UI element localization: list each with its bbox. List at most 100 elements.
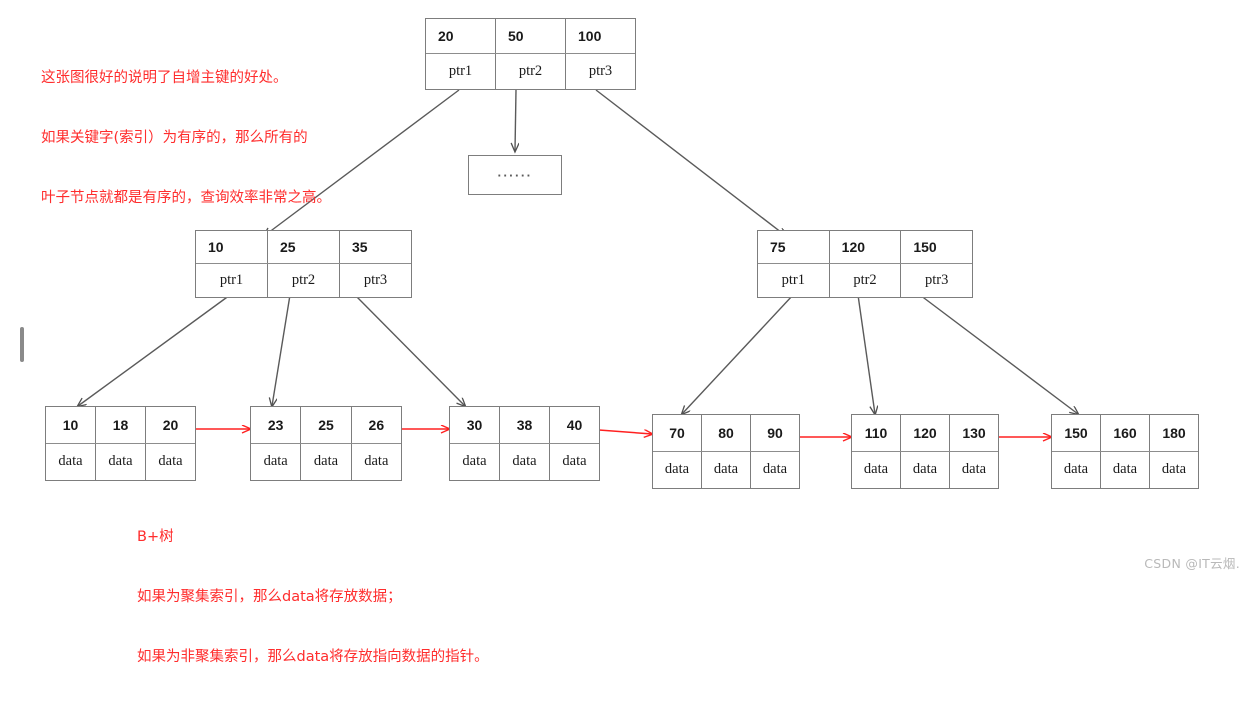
root-node-key-1: 20 (426, 19, 496, 53)
edge-internal-left-to-leaf-2 (272, 294, 291, 406)
leaf-node-6: 150 160 180 data data data (1051, 414, 1199, 489)
leaf-node-2-key-2: 25 (301, 407, 352, 443)
leaf-node-2-key-3: 26 (368, 416, 385, 433)
leaf-node-2: 23 25 26 data data data (250, 406, 402, 481)
edge-internal-right-to-leaf-5 (857, 294, 875, 414)
internal-node-right-key-1: 75 (758, 231, 830, 263)
diagram-canvas: 这张图很好的说明了自增主键的好处。 如果关键字(索引）为有序的，那么所有的 叶子… (20, 18, 1240, 665)
leaf-node-5-data-2: data (901, 451, 950, 488)
leaf-node-3-key-row: 30 38 40 (450, 407, 599, 444)
leaf-node-5-key-3: 130 (962, 424, 986, 441)
root-node-pointer-2: ptr2 (496, 54, 566, 89)
root-node-key-3: 100 (578, 28, 602, 44)
leaf-node-2-key-1: 23 (251, 407, 302, 443)
internal-node-right-pointer-row: ptr1 ptr2 ptr3 (758, 264, 972, 297)
leaf-node-3-data-row: data data data (450, 443, 599, 480)
root-node-key-2: 50 (496, 19, 566, 53)
internal-node-left-key-3: 35 (352, 239, 368, 255)
watermark: CSDN @IT云烟. (1144, 556, 1240, 571)
annotation-top-line-2: 如果关键字(索引）为有序的，那么所有的 (41, 130, 308, 146)
leaf-node-6-data-3: data (1161, 461, 1187, 478)
leaf-node-5-key-row: 110 120 130 (852, 415, 998, 452)
leaf-node-1-key-3: 20 (162, 416, 179, 433)
leaf-node-1-data-2: data (96, 443, 146, 480)
leaf-node-1-key-row: 10 18 20 (46, 407, 195, 444)
ellipsis-node: ······ (468, 155, 562, 195)
internal-node-left-pointer-2: ptr2 (268, 264, 340, 297)
leaf-node-4-data-3: data (762, 461, 788, 478)
internal-node-right-key-row: 75 120 150 (758, 231, 972, 264)
leaf-node-1-key-1: 10 (46, 407, 96, 443)
leaf-node-4: 70 80 90 data data data (652, 414, 800, 489)
internal-node-right: 75 120 150 ptr1 ptr2 ptr3 (757, 230, 973, 298)
leaf-node-5-data-1: data (852, 451, 901, 488)
edge-internal-left-to-leaf-3 (354, 294, 465, 406)
leaf-node-1: 10 18 20 data data data (45, 406, 196, 481)
edge-root-to-internal-right (595, 89, 786, 236)
leaf-node-4-data-row: data data data (653, 451, 799, 488)
leaf-node-3-key-2: 38 (500, 407, 550, 443)
leaf-node-6-key-row: 150 160 180 (1052, 415, 1198, 452)
internal-node-left-key-row: 10 25 35 (196, 231, 411, 264)
leaf-node-5-key-2: 120 (901, 415, 950, 451)
root-node-pointer-3: ptr3 (588, 63, 613, 79)
leaf-node-6-key-1: 150 (1052, 415, 1101, 451)
annotation-bottom-line-2: 如果为聚集索引，那么data将存放数据； (137, 589, 402, 605)
annotation-top: 这张图很好的说明了自增主键的好处。 如果关键字(索引）为有序的，那么所有的 叶子… (41, 28, 331, 248)
leaf-node-6-data-1: data (1052, 451, 1101, 488)
internal-node-right-key-3: 150 (913, 239, 937, 255)
leaf-node-6-key-2: 160 (1101, 415, 1150, 451)
leaf-node-4-data-2: data (702, 451, 751, 488)
leaf-node-4-data-1: data (653, 451, 702, 488)
leaf-node-1-key-2: 18 (96, 407, 146, 443)
internal-node-right-pointer-2: ptr2 (830, 264, 902, 297)
leaf-node-6-data-2: data (1101, 451, 1150, 488)
root-node-key-row: 20 50 100 (426, 19, 635, 54)
leaf-node-2-key-row: 23 25 26 (251, 407, 401, 444)
leaf-node-3-data-3: data (562, 453, 587, 470)
annotation-bottom: B+树 如果为聚集索引，那么data将存放数据； 如果为非聚集索引，那么data… (137, 487, 489, 707)
root-node-pointer-row: ptr1 ptr2 ptr3 (426, 54, 635, 89)
leaf-node-5-key-1: 110 (852, 415, 901, 451)
leaf-link-3-to-4 (598, 429, 652, 434)
leaf-node-3-data-2: data (500, 443, 550, 480)
root-node: 20 50 100 ptr1 ptr2 ptr3 (425, 18, 636, 90)
internal-node-right-pointer-3: ptr3 (925, 272, 949, 288)
annotation-bottom-line-1: B+树 (137, 529, 174, 545)
leaf-node-1-data-1: data (46, 443, 96, 480)
leaf-node-3-key-3: 40 (566, 416, 583, 433)
edge-internal-right-to-leaf-4 (682, 294, 794, 414)
leaf-node-2-data-1: data (251, 443, 302, 480)
leaf-node-4-key-3: 90 (767, 424, 783, 441)
annotation-top-line-1: 这张图很好的说明了自增主键的好处。 (41, 70, 288, 86)
leaf-node-6-key-3: 180 (1162, 424, 1186, 441)
internal-node-left-pointer-row: ptr1 ptr2 ptr3 (196, 264, 411, 297)
internal-node-right-pointer-1: ptr1 (758, 264, 830, 297)
leaf-node-2-data-row: data data data (251, 443, 401, 480)
leaf-node-1-data-row: data data data (46, 443, 195, 480)
edge-root-to-ellipsis (515, 89, 516, 151)
internal-node-left-pointer-3: ptr3 (363, 272, 388, 288)
leaf-node-4-key-2: 80 (702, 415, 751, 451)
leaf-node-3-key-1: 30 (450, 407, 500, 443)
leaf-node-5-data-3: data (961, 461, 987, 478)
ellipsis-node-label: ······ (497, 167, 533, 183)
internal-node-left-pointer-1: ptr1 (196, 264, 268, 297)
annotation-top-line-3: 叶子节点就都是有序的，查询效率非常之高。 (41, 190, 331, 206)
left-edge-cursor-mark (20, 327, 24, 362)
leaf-node-3-data-1: data (450, 443, 500, 480)
annotation-bottom-line-3: 如果为非聚集索引，那么data将存放指向数据的指针。 (137, 649, 489, 665)
leaf-node-3: 30 38 40 data data data (449, 406, 600, 481)
leaf-node-6-data-row: data data data (1052, 451, 1198, 488)
leaf-node-1-data-3: data (158, 453, 183, 470)
internal-node-left-key-1: 10 (196, 231, 268, 263)
leaf-node-4-key-1: 70 (653, 415, 702, 451)
internal-node-left: 10 25 35 ptr1 ptr2 ptr3 (195, 230, 412, 298)
root-node-pointer-1: ptr1 (426, 54, 496, 89)
leaf-node-5-data-row: data data data (852, 451, 998, 488)
internal-node-left-key-2: 25 (268, 231, 340, 263)
leaf-node-4-key-row: 70 80 90 (653, 415, 799, 452)
leaf-node-5: 110 120 130 data data data (851, 414, 999, 489)
edge-internal-right-to-leaf-6 (919, 294, 1078, 414)
edge-internal-left-to-leaf-1 (78, 294, 231, 406)
